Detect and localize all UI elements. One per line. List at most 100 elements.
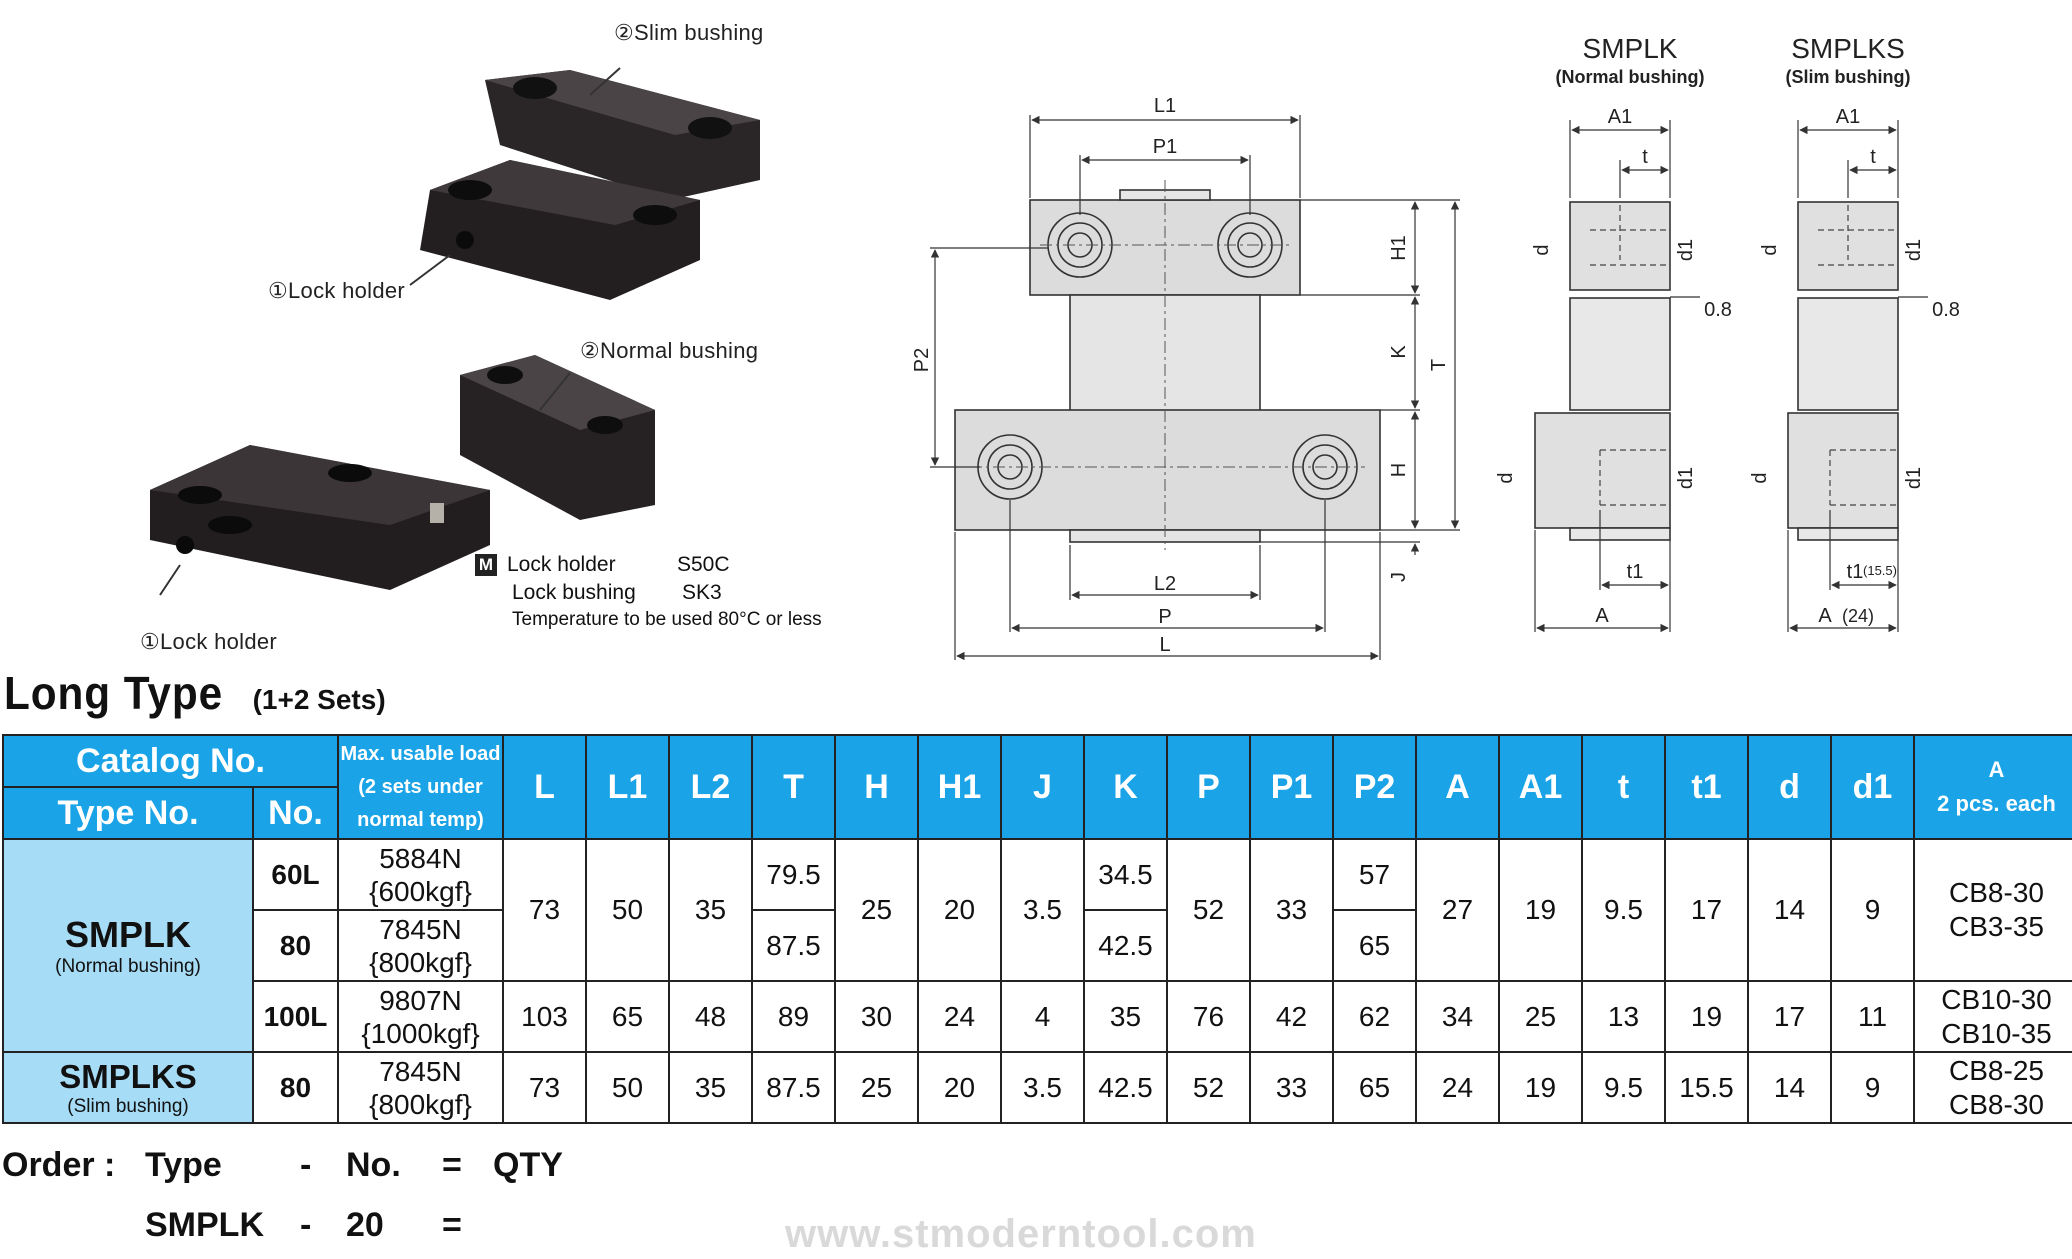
dim-L1: L1 xyxy=(1154,95,1176,117)
normal-d-bottom: d xyxy=(1495,472,1517,483)
header-L: L xyxy=(502,734,587,840)
cell-P2-100l: 62 xyxy=(1332,980,1417,1053)
normal-subtitle: (Normal bushing) xyxy=(1556,67,1705,87)
header-A1: A1 xyxy=(1498,734,1583,840)
cell-T-80: 87.5 xyxy=(751,909,836,982)
type-smplks: SMPLKS (Slim bushing) xyxy=(2,1051,254,1124)
photo-label-normal-bushing: ②Normal bushing xyxy=(580,338,759,363)
header-H1: H1 xyxy=(917,734,1002,840)
type-smplk-sub: (Normal bushing) xyxy=(55,955,201,977)
header-type-no: Type No. xyxy=(2,786,254,840)
slim-t: t xyxy=(1870,146,1876,168)
cell-L-s80: 73 xyxy=(502,1051,587,1124)
slim-d1-bottom: d1 xyxy=(1903,467,1925,489)
dim-P1: P1 xyxy=(1153,136,1177,158)
drawing-lower-holder xyxy=(954,409,1381,531)
cell-A: 27 xyxy=(1415,838,1500,982)
cell-L2-s80: 35 xyxy=(668,1051,753,1124)
cell-H1-100l: 24 xyxy=(917,980,1002,1053)
technical-drawing: L1 P1 P2 H1 K T H J L2 P L SMPLK (Normal… xyxy=(911,33,1960,661)
order-example: Order : Type - No. = QTY SMPLK - 20 = xyxy=(2,1146,702,1256)
cell-T-s80: 87.5 xyxy=(751,1051,836,1124)
cell-J: 3.5 xyxy=(1000,838,1085,982)
photo-label-lock-holder-bottom: ①Lock holder xyxy=(140,629,278,654)
header-T: T xyxy=(751,734,836,840)
table-row: SMPLKS (Slim bushing) 80 7845N{800kgf} 7… xyxy=(2,1051,2072,1124)
normal-t: t xyxy=(1642,146,1648,168)
header-P: P xyxy=(1166,734,1251,840)
cell-P2-s80: 65 xyxy=(1332,1051,1417,1124)
dim-L: L xyxy=(1159,634,1170,656)
slim-t1: t1 xyxy=(1847,561,1864,583)
normal-d1-bottom: d1 xyxy=(1675,467,1697,489)
header-P2: P2 xyxy=(1332,734,1417,840)
normal-gap: 0.8 xyxy=(1704,299,1732,321)
spec-table: Catalog No. Max. usable load (2 sets und… xyxy=(2,734,2072,1124)
cell-L2-100l: 48 xyxy=(668,980,753,1053)
slim-A-value: (24) xyxy=(1842,606,1874,626)
dim-P2: P2 xyxy=(911,348,933,372)
cell-P2-60l: 57 xyxy=(1332,838,1417,911)
dim-L2: L2 xyxy=(1154,573,1176,595)
cell-T-60l: 79.5 xyxy=(751,838,836,911)
header-load-line2: (2 sets under xyxy=(358,775,483,798)
order-type-label: Type xyxy=(145,1146,222,1184)
photo-label-slim-bushing: ②Slim bushing xyxy=(614,20,764,45)
cell-H1-s80: 20 xyxy=(917,1051,1002,1124)
cell-A1-s80: 19 xyxy=(1498,1051,1583,1124)
slim-gap: 0.8 xyxy=(1932,299,1960,321)
material-value-1: S50C xyxy=(677,553,730,576)
header-no: No. xyxy=(252,786,339,840)
cell-t-100l: 13 xyxy=(1581,980,1666,1053)
cell-P-s80: 52 xyxy=(1166,1051,1251,1124)
cell-T-100l: 89 xyxy=(751,980,836,1053)
cell-H-100l: 30 xyxy=(834,980,919,1053)
cell-A1: 19 xyxy=(1498,838,1583,982)
header-max-load: Max. usable load (2 sets under normal te… xyxy=(337,734,504,840)
cell-J-s80: 3.5 xyxy=(1000,1051,1085,1124)
cell-P: 52 xyxy=(1166,838,1251,982)
cell-t-s80: 9.5 xyxy=(1581,1051,1666,1124)
dim-P: P xyxy=(1158,606,1171,628)
cell-L1-s80: 50 xyxy=(585,1051,670,1124)
material-value-2: SK3 xyxy=(682,581,722,604)
slim-A: A xyxy=(1818,605,1832,627)
normal-A: A xyxy=(1595,605,1609,627)
dim-T: T xyxy=(1428,359,1450,371)
order-label: Order : xyxy=(2,1146,116,1184)
slim-A1: A1 xyxy=(1836,106,1860,128)
cell-H: 25 xyxy=(834,838,919,982)
cell-K-80: 42.5 xyxy=(1083,909,1168,982)
header-catalog-no: Catalog No. xyxy=(2,734,339,788)
header-A: A xyxy=(1415,734,1500,840)
normal-d-top: d xyxy=(1531,244,1553,255)
cell-A1-100l: 25 xyxy=(1498,980,1583,1053)
section-title: Long Type (1+2 Sets) xyxy=(4,666,386,720)
dim-H: H xyxy=(1388,463,1410,477)
cell-H-s80: 25 xyxy=(834,1051,919,1124)
cell-d1: 9 xyxy=(1830,838,1915,982)
type-smplk-name: SMPLK xyxy=(65,913,191,955)
section-title-main: Long Type xyxy=(4,667,224,719)
dim-K: K xyxy=(1388,345,1410,359)
cell-d-s80: 14 xyxy=(1747,1051,1832,1124)
table-row: 80 7845N{800kgf} 87.5 42.5 65 xyxy=(3,909,2072,982)
header-P1: P1 xyxy=(1249,734,1334,840)
header-a-pcs: A 2 pcs. each xyxy=(1913,734,2072,840)
cell-J-100l: 4 xyxy=(1000,980,1085,1053)
order-qty-label: QTY xyxy=(493,1146,563,1184)
load-smplks-80: 7845N{800kgf} xyxy=(337,1051,504,1124)
header-a-label: A xyxy=(1988,757,2005,782)
header-t: t xyxy=(1581,734,1666,840)
slim-d1-top: d1 xyxy=(1903,239,1925,261)
photo-label-lock-holder-top: ①Lock holder xyxy=(268,278,406,303)
normal-d1-top: d1 xyxy=(1675,239,1697,261)
cell-d1-100l: 11 xyxy=(1830,980,1915,1053)
slim-t1-value: (15.5) xyxy=(1863,563,1897,578)
cell-P1-s80: 33 xyxy=(1249,1051,1334,1124)
header-d: d xyxy=(1747,734,1832,840)
cell-t1: 17 xyxy=(1664,838,1749,982)
cell-P-100l: 76 xyxy=(1166,980,1251,1053)
normal-t1: t1 xyxy=(1627,561,1644,583)
